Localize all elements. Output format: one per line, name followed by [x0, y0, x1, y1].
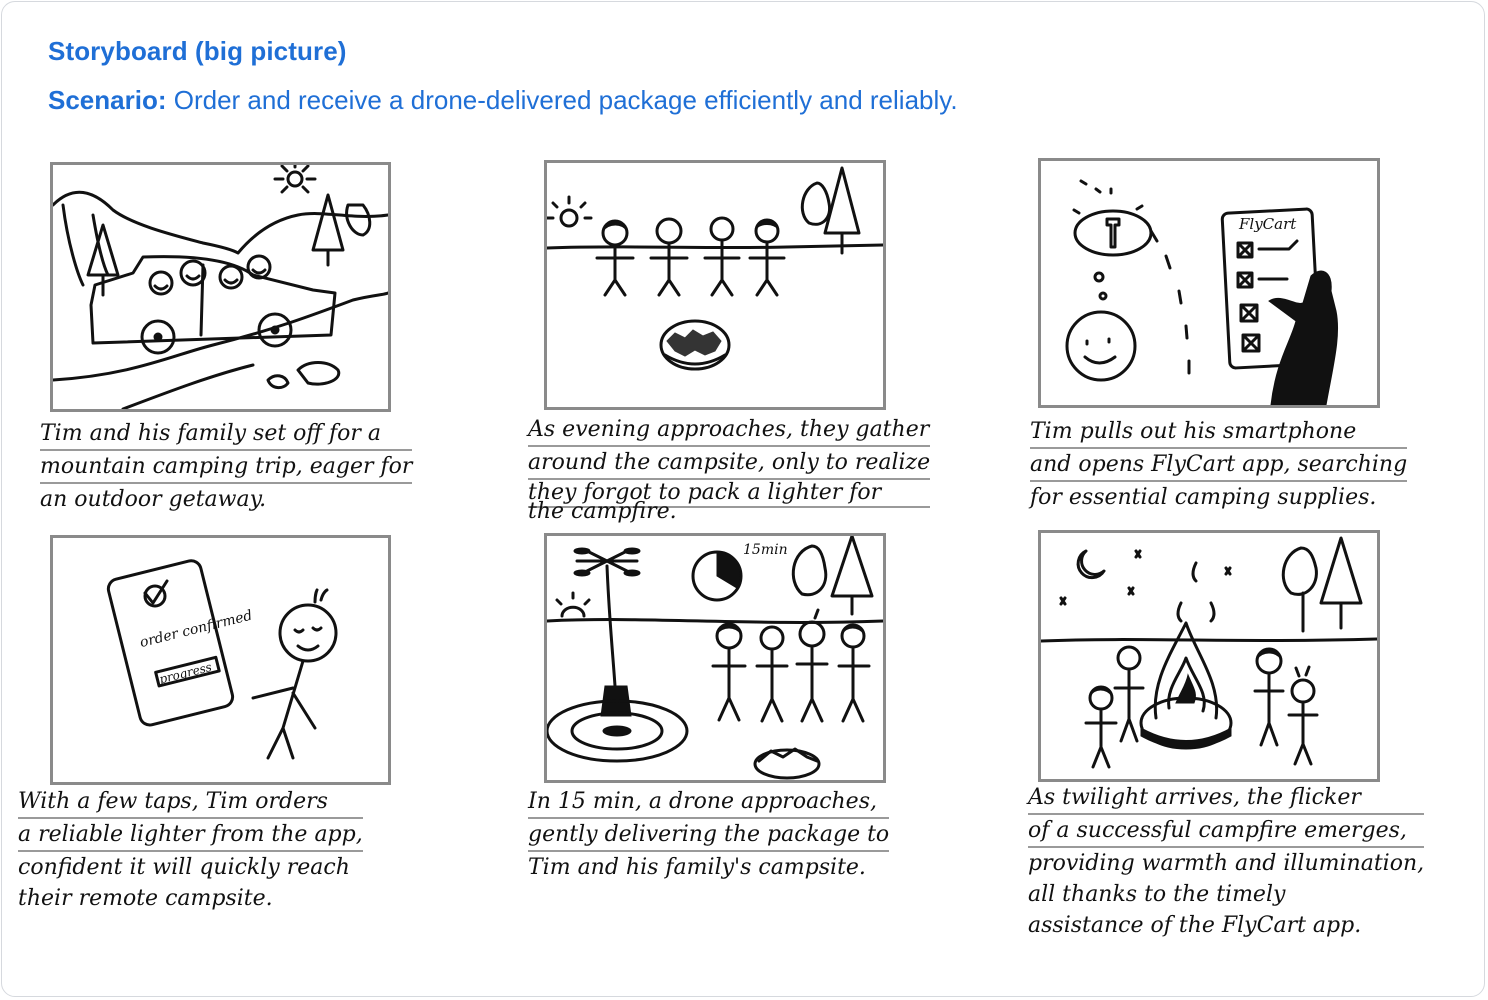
panel-5-caption: In 15 min, a drone approaches, gently de… [528, 786, 890, 883]
caption-line: Tim and his family set off for a [40, 418, 413, 451]
panel-4-sketch: order confirmed progress [50, 535, 391, 785]
scenario-text: Order and receive a drone-delivered pack… [173, 85, 958, 115]
family-car-drawing [53, 165, 388, 409]
panel-3-caption: Tim pulls out his smartphone and opens F… [1030, 416, 1408, 513]
caption-line: providing warmth and illumination, [1028, 851, 1425, 876]
panel-6-caption: As twilight arrives, the flicker of a su… [1028, 782, 1425, 941]
caption-line: all thanks to the timely [1028, 882, 1286, 907]
clock-duration-label: 15min [743, 542, 788, 558]
panel-1-sketch [50, 162, 391, 412]
phone-app-drawing: FlyCart [1065, 179, 1339, 405]
panel-4-caption: With a few taps, Tim orders a reliable l… [18, 786, 363, 914]
caption-line: and opens FlyCart app, searching [1030, 449, 1408, 482]
caption-line: the campfire. [528, 499, 677, 524]
phone-app-brand: FlyCart [1238, 215, 1297, 233]
panel-2-sketch [544, 160, 886, 410]
campfire-night-drawing [1041, 536, 1377, 769]
panel-3-sketch: FlyCart [1038, 158, 1380, 408]
scenario-line: Scenario: Order and receive a drone-deli… [48, 85, 958, 116]
scenario-label: Scenario: [48, 85, 167, 115]
panel-1-caption: Tim and his family set off for a mountai… [40, 418, 413, 515]
caption-line: a reliable lighter from the app, [18, 819, 363, 852]
campsite-drawing [547, 166, 883, 371]
order-confirmed-drawing: order confirmed progress [106, 559, 338, 760]
caption-line: for essential camping supplies. [1030, 485, 1377, 510]
caption-line: mountain camping trip, eager for [40, 451, 413, 484]
caption-line: assistance of the FlyCart app. [1028, 913, 1362, 938]
caption-line: around the campsite, only to realize [528, 447, 931, 480]
panel-2-caption: As evening approaches, they gather aroun… [528, 414, 931, 524]
caption-line: confident it will quickly reach [18, 855, 350, 880]
caption-line: In 15 min, a drone approaches, [528, 786, 890, 819]
caption-line: they forgot to pack a lighter for [528, 480, 931, 508]
caption-line: As twilight arrives, the flicker [1028, 782, 1425, 815]
panel-5-sketch: 15min [544, 533, 886, 783]
caption-line: of a successful campfire emerges, [1028, 815, 1425, 848]
caption-line: Tim pulls out his smartphone [1030, 416, 1408, 449]
drone-delivery-drawing: 15min [547, 536, 883, 780]
caption-line: With a few taps, Tim orders [18, 786, 363, 819]
caption-line: gently delivering the package to [528, 819, 890, 852]
caption-line: their remote campsite. [18, 886, 273, 911]
order-status-text: order confirmed [138, 608, 254, 651]
caption-line: Tim and his family's campsite. [528, 855, 866, 880]
panel-6-sketch [1038, 530, 1380, 782]
caption-line: As evening approaches, they gather [528, 414, 931, 447]
caption-line: an outdoor getaway. [40, 487, 267, 512]
page-title: Storyboard (big picture) [48, 36, 347, 66]
